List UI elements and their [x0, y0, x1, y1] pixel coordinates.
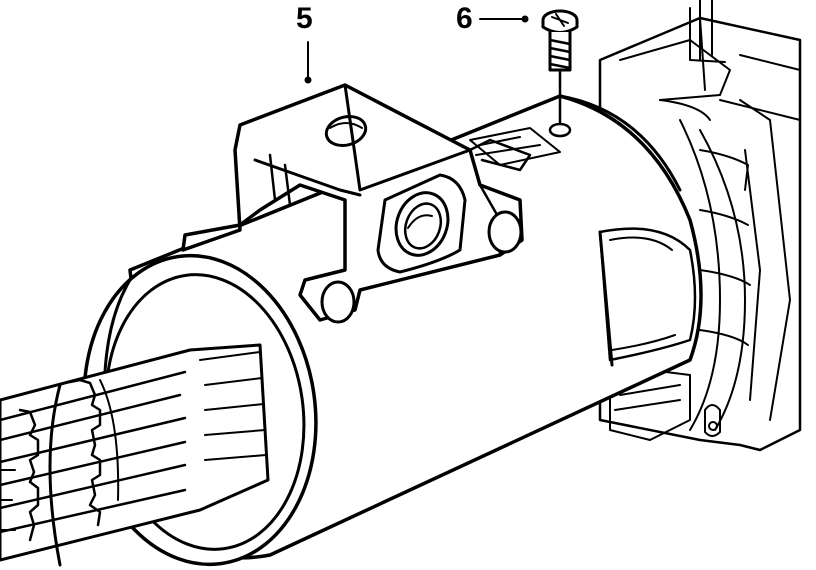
- splined-shaft: [0, 343, 270, 567]
- callout-label-5: 5: [296, 2, 313, 35]
- callout-leaders: [304, 15, 529, 84]
- callout-label-6: 6: [456, 2, 473, 35]
- bracket-part-5: [181, 83, 532, 324]
- leader-dot-6: [521, 15, 529, 23]
- screw-part-6: [541, 9, 579, 138]
- leader-dot-5: [304, 76, 312, 84]
